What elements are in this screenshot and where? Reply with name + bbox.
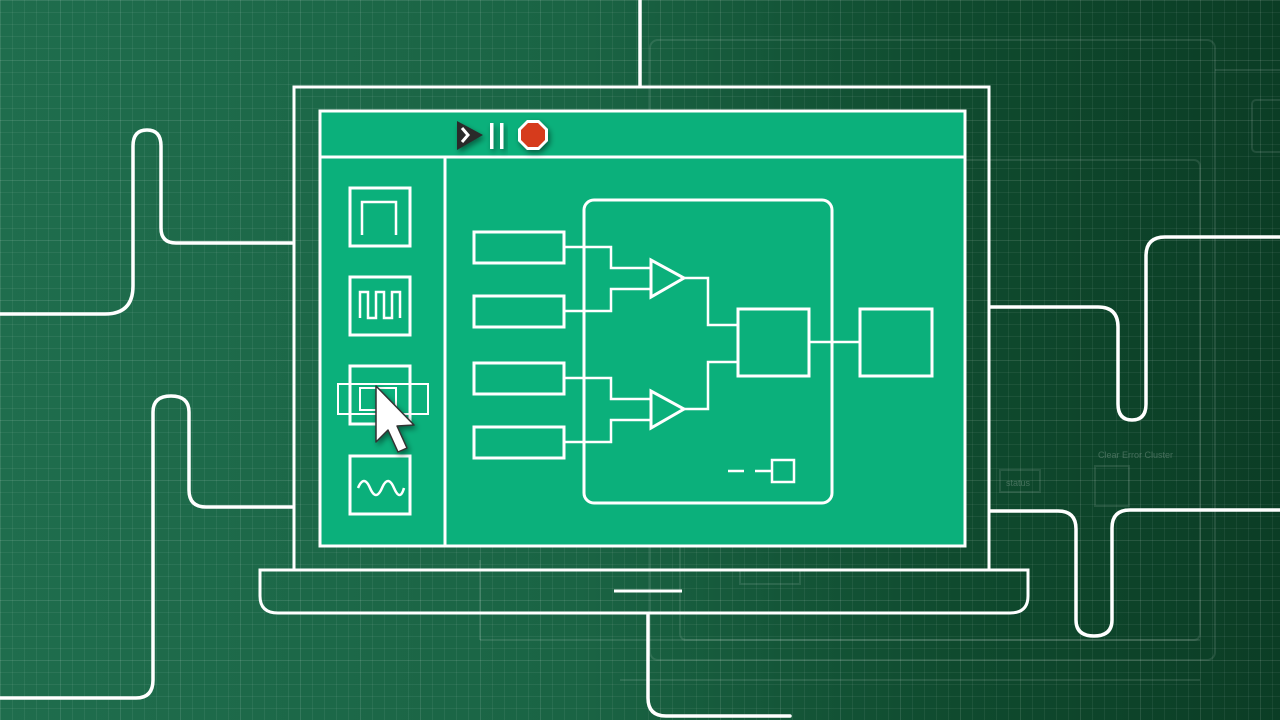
square-wave-icon[interactable] [348, 275, 412, 337]
stop-icon[interactable] [518, 120, 548, 150]
run-arrow-icon[interactable] [457, 121, 483, 150]
operator-triangle-1[interactable] [649, 257, 688, 300]
app-screen [318, 109, 967, 548]
app-window [318, 109, 967, 548]
wires [564, 245, 860, 444]
legend-marker [728, 458, 796, 484]
ghost-label-clear-error: Clear Error Cluster [1098, 450, 1173, 460]
sine-wave-icon[interactable] [348, 454, 412, 516]
operator-triangle-2[interactable] [649, 388, 688, 431]
toolbar [457, 120, 548, 150]
subvi-frame [582, 198, 834, 505]
mouse-pointer-icon [375, 385, 415, 453]
step-signal-icon[interactable] [348, 186, 412, 248]
laptop [258, 85, 1030, 615]
block-diagram [472, 198, 934, 505]
laptop-base [258, 568, 1030, 615]
pause-icon[interactable] [490, 123, 504, 149]
ghost-label-status: status [1006, 478, 1031, 488]
